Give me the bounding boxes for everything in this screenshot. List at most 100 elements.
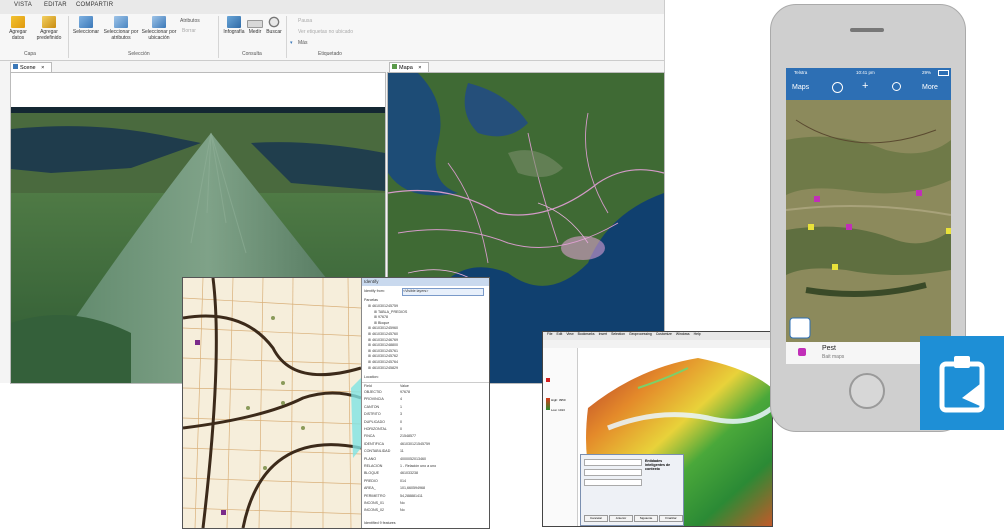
search-icon[interactable] [892, 82, 901, 91]
divider [362, 382, 489, 383]
tree-root[interactable]: Parcelas [364, 298, 378, 302]
close-icon[interactable]: × [41, 65, 45, 71]
pause-labels-button[interactable]: Pausa [298, 18, 313, 24]
add-data-button[interactable]: Agregar datos [4, 16, 32, 41]
add-preset-icon [42, 16, 56, 28]
tree-item[interactable]: ⊞ 4610301245960 [368, 326, 398, 331]
locate-icon[interactable] [832, 82, 843, 93]
attributes-button[interactable]: Atributos [180, 18, 200, 24]
field-value: 4 [400, 397, 402, 402]
menu-item[interactable]: Geoprocessing [629, 332, 652, 336]
menu-item[interactable]: Selection [611, 332, 626, 336]
pest-marker[interactable] [846, 224, 852, 230]
field-value: No [400, 501, 405, 505]
tree-item[interactable]: ⊞ 4610301245759 [368, 304, 398, 308]
menu-item[interactable]: Insert [598, 332, 608, 336]
clear-button[interactable]: Borrar [182, 28, 196, 34]
field-value: 101,660594968 [400, 486, 425, 491]
menu-item[interactable]: View [566, 332, 574, 336]
tree-item[interactable]: ⊞ 4610301245762 [368, 354, 398, 359]
tree-item[interactable]: ⊞ 4610301248800 [368, 343, 398, 348]
select-by-location-button[interactable]: Seleccionar por ubicación [140, 16, 178, 41]
bait-marker[interactable] [808, 224, 814, 230]
add-icon[interactable]: + [862, 80, 869, 92]
clock: 10:41 pm [856, 70, 875, 75]
bait-marker[interactable] [832, 264, 838, 270]
group-consulta-label: Consulta [242, 51, 262, 57]
layer-swatch [546, 378, 550, 382]
parcel-map-render [183, 278, 361, 528]
tree-item[interactable]: ⊞ 4610301245829 [368, 365, 398, 370]
select-by-attributes-icon [114, 16, 128, 28]
field-value: 97678 [400, 390, 410, 394]
menu-item[interactable]: Customize [655, 332, 672, 336]
wizard-input[interactable] [584, 469, 642, 476]
table-of-contents: High: 3950 Low: 1013 [543, 348, 578, 526]
card-title: Pest [822, 345, 837, 352]
field-value: 11 [400, 449, 404, 454]
collector-app-icon [920, 336, 1004, 430]
ribbon-separator [218, 16, 219, 58]
more-button[interactable]: More [922, 84, 938, 91]
home-button[interactable] [849, 373, 885, 409]
tree-item[interactable]: ⊞ TABLA_PREDIOS [374, 309, 408, 314]
wizard-button[interactable]: Anterior [609, 515, 633, 522]
wizard-button[interactable]: Cancelar [584, 515, 608, 522]
phone-screen: Telstra 10:41 pm 29% Maps + More Pest Ba… [786, 68, 951, 364]
wizard-input[interactable] [584, 459, 642, 466]
menu-item[interactable]: File [547, 332, 553, 336]
wizard-input[interactable] [584, 479, 642, 486]
bait-marker[interactable] [946, 228, 951, 234]
close-icon[interactable]: × [418, 65, 422, 71]
layers-toggle[interactable] [789, 317, 811, 339]
pest-marker[interactable] [916, 190, 922, 196]
feature-card[interactable]: Pest Bait maps [786, 342, 951, 364]
menu-item[interactable]: Windows [675, 332, 690, 336]
tree-item[interactable]: ⊞ 4610301245760 [368, 332, 398, 336]
tree-item[interactable]: ⊞ 4610301246769 [368, 337, 398, 342]
measure-button[interactable]: Medir [247, 16, 263, 35]
menu-item[interactable]: Bookmarks [577, 332, 595, 336]
field-value: 4000052013460 [400, 456, 426, 461]
select-button[interactable]: Seleccionar [72, 16, 100, 35]
menu-item[interactable]: Help [693, 332, 701, 336]
tab-mapa[interactable]: Mapa × [389, 62, 429, 73]
ribbon: Agregar datos Agregar predefinido Capa S… [0, 14, 664, 61]
field-name: RELACION [364, 464, 383, 468]
more-labeling-button[interactable]: Más [298, 40, 308, 46]
menu-item[interactable]: Edit [556, 332, 563, 336]
identify-panel: Identify Identify from: <Visible layers>… [361, 278, 489, 528]
tab-editar[interactable]: EDITAR [44, 2, 67, 8]
tree-item[interactable]: ⊞ Bloque [374, 320, 390, 325]
pest-marker[interactable] [814, 196, 820, 202]
find-button[interactable]: Buscar [264, 16, 284, 35]
wizard-button[interactable]: Finalizar [659, 515, 683, 522]
tree-item[interactable]: ⊞ 4610301245761 [368, 348, 398, 353]
tree-item[interactable]: ⊞ 4610301245764 [368, 360, 398, 364]
view-unplaced-labels-button[interactable]: Ver etiquetas no ubicado [298, 29, 354, 35]
add-preset-button[interactable]: Agregar predefinido [34, 16, 64, 41]
identify-title: Identify [362, 278, 489, 286]
tab-vista[interactable]: VISTA [14, 2, 32, 8]
more-icon: ▾ [290, 40, 293, 46]
tree-item[interactable]: ⊞ 97678 [374, 315, 389, 320]
group-capa-label: Capa [24, 51, 36, 57]
tab-scene[interactable]: Scene × [10, 62, 52, 73]
select-by-attributes-button[interactable]: Seleccionar por atributos [102, 16, 140, 41]
tab-compartir[interactable]: COMPARTIR [76, 2, 114, 8]
field-name: PLANO [364, 456, 377, 461]
identify-from-select[interactable]: <Visible layers> [402, 288, 484, 296]
maps-button[interactable]: Maps [792, 84, 810, 91]
field-value: 3 [400, 412, 402, 417]
aerial-map-render[interactable] [786, 100, 951, 342]
column-field: Field [364, 384, 372, 388]
card-subtitle: Bait maps [822, 354, 845, 360]
infographic-button[interactable]: Infografía [222, 16, 246, 35]
select-by-location-icon [152, 16, 166, 28]
wizard-button[interactable]: Siguiente [634, 515, 658, 522]
globe-icon [13, 64, 18, 69]
binoculars-icon [267, 16, 281, 28]
field-name: INCONS_02 [364, 508, 384, 513]
